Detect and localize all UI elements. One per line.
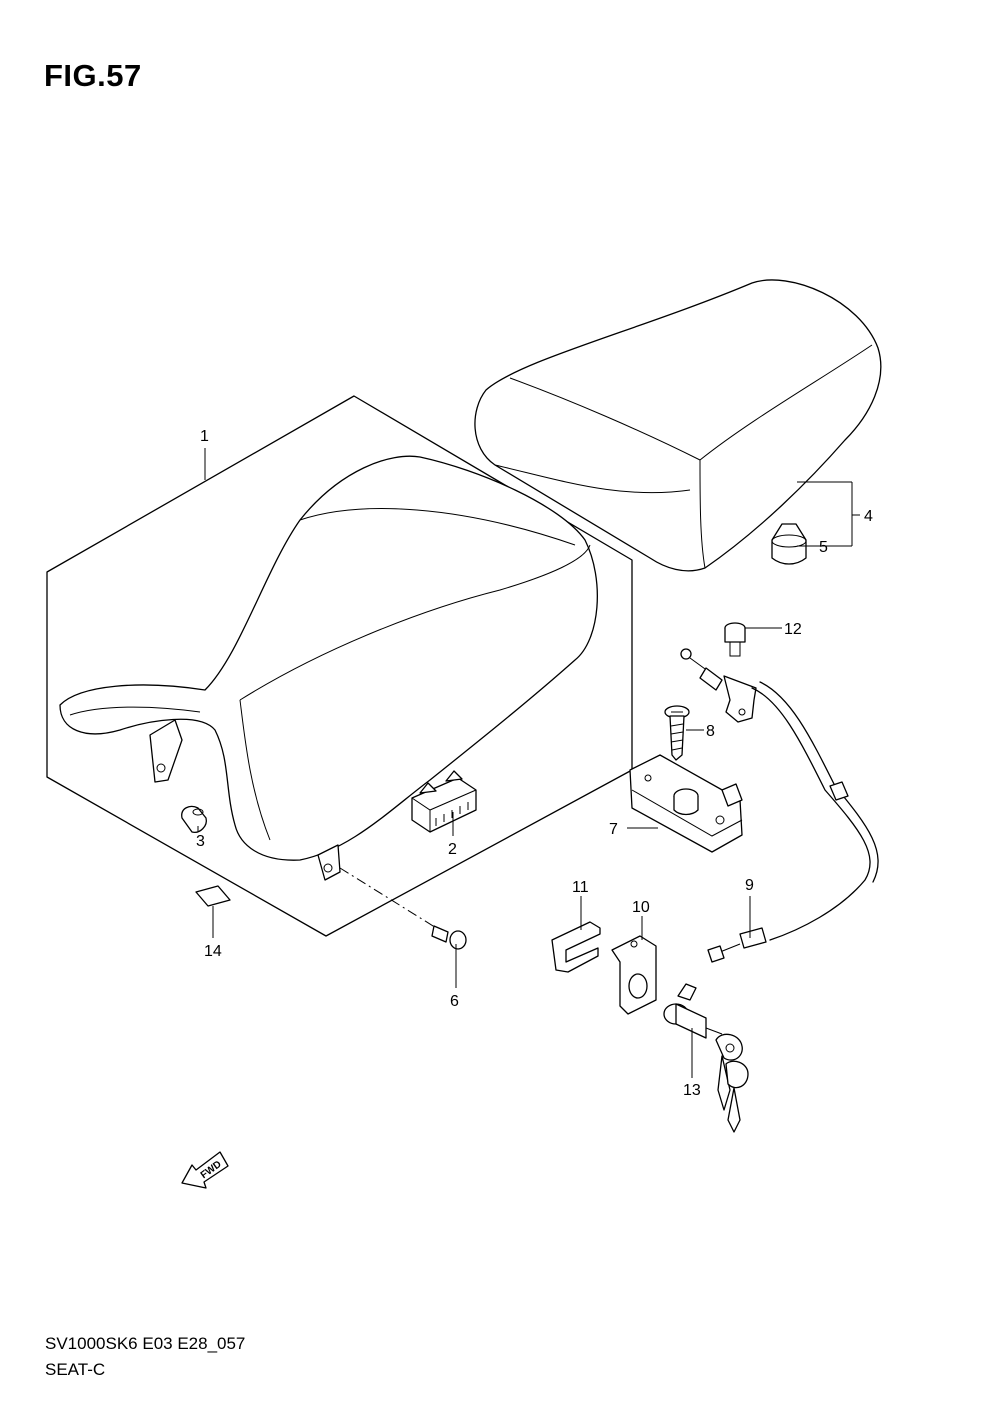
callout-10: 10 xyxy=(632,899,650,916)
callout-2: 2 xyxy=(448,841,457,858)
callout-numbers: 1 2 3 4 5 6 7 8 9 10 11 12 13 14 xyxy=(196,428,873,1099)
screw-part-8 xyxy=(664,705,690,761)
bolt-part-6 xyxy=(339,867,467,950)
callout-13: 13 xyxy=(683,1082,701,1099)
cushion-part-5 xyxy=(771,523,807,565)
rear-seat xyxy=(474,279,882,572)
section-name: SEAT-C xyxy=(45,1360,106,1379)
callout-8: 8 xyxy=(706,723,715,740)
callout-6: 6 xyxy=(450,993,459,1010)
bolt-part-12 xyxy=(724,622,746,657)
callout-14: 14 xyxy=(204,943,222,960)
lock-bracket-part-7 xyxy=(629,754,743,853)
callout-12: 12 xyxy=(784,621,802,638)
callout-4: 4 xyxy=(864,508,873,525)
callout-7: 7 xyxy=(609,821,618,838)
leader-lines xyxy=(197,448,860,1078)
callout-3: 3 xyxy=(196,833,205,850)
front-seat xyxy=(59,455,598,881)
label-part-14 xyxy=(195,885,231,907)
model-code: SV1000SK6 E03 E28_057 xyxy=(45,1334,246,1353)
callout-1: 1 xyxy=(200,428,209,445)
callout-11: 11 xyxy=(572,879,589,896)
callout-9: 9 xyxy=(745,877,754,894)
bracket-part-10 xyxy=(611,935,657,1015)
clip-part-11 xyxy=(551,921,601,973)
cushion-part-3 xyxy=(181,805,207,833)
callout-5: 5 xyxy=(819,539,828,556)
cable-part-9 xyxy=(680,648,879,963)
figure-title: FIG.57 xyxy=(44,58,142,93)
damper-part-2 xyxy=(411,770,477,833)
lock-set-part-13 xyxy=(663,983,749,1133)
forward-arrow-icon: FWD xyxy=(181,1151,229,1189)
